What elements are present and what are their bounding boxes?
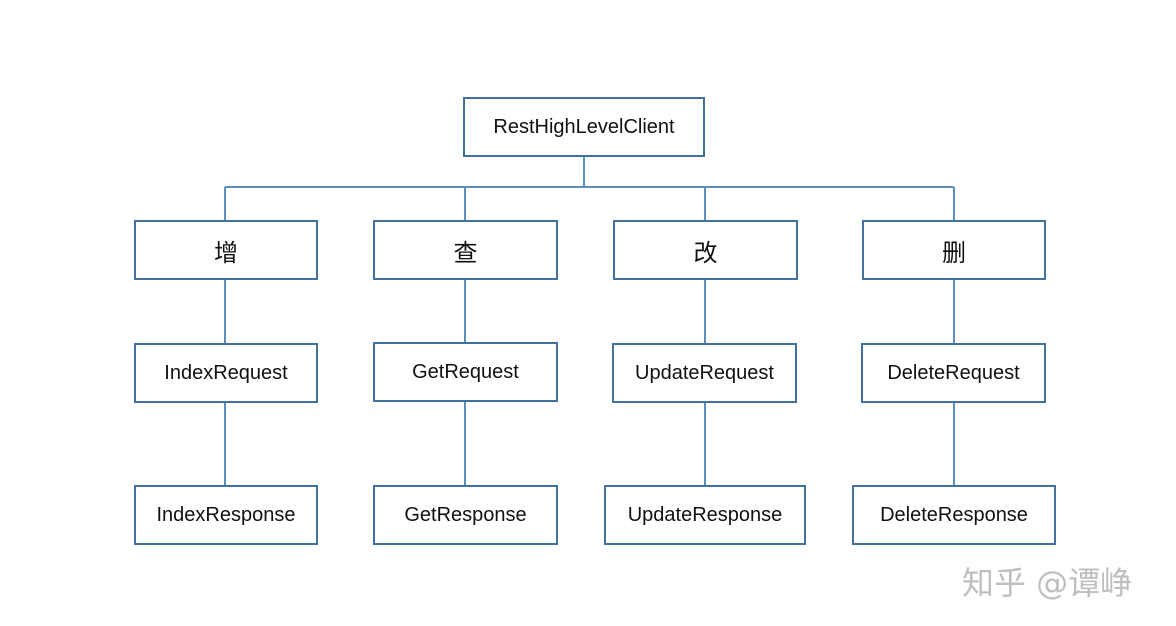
operation-node-update: 改 <box>613 220 798 280</box>
response-node-update: UpdateResponse <box>604 485 806 545</box>
request-node-delete: DeleteRequest <box>861 343 1046 403</box>
root-node: RestHighLevelClient <box>463 97 705 157</box>
operation-node-delete: 删 <box>862 220 1046 280</box>
response-node-delete: DeleteResponse <box>852 485 1056 545</box>
operation-node-read: 查 <box>373 220 558 280</box>
request-node-get: GetRequest <box>373 342 558 402</box>
response-node-index: IndexResponse <box>134 485 318 545</box>
request-node-update: UpdateRequest <box>612 343 797 403</box>
watermark-text: 知乎 @谭峥 <box>962 564 1133 602</box>
operation-node-create: 增 <box>134 220 318 280</box>
request-node-index: IndexRequest <box>134 343 318 403</box>
response-node-get: GetResponse <box>373 485 558 545</box>
